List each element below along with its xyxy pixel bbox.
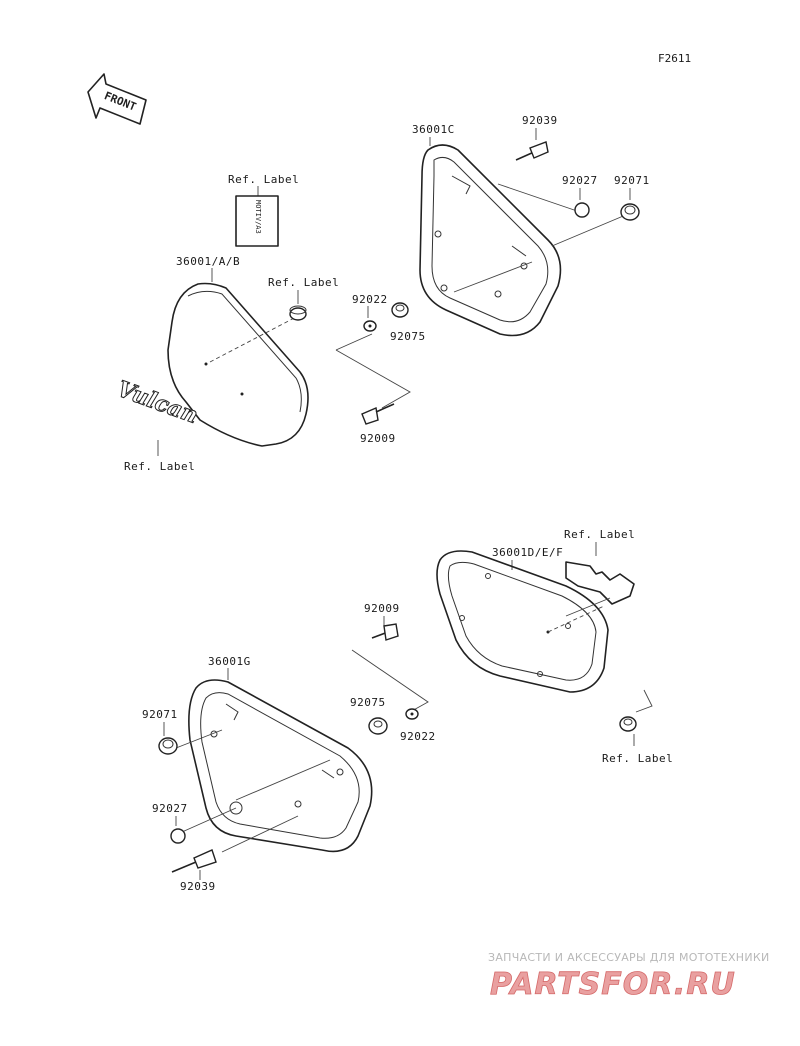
grommet-icon-bottom-left — [158, 737, 178, 755]
grommet-icon-top-right — [620, 203, 640, 221]
svg-text:Vulcan: Vulcan — [114, 376, 202, 429]
label-92039-bot: 92039 — [180, 880, 216, 893]
spacer-icon-bottom — [170, 828, 186, 844]
figure-code: F2611 — [658, 52, 691, 65]
bracket-label-icon — [565, 561, 635, 605]
grommet-icon-bottom-right — [619, 716, 637, 732]
label-36001c: 36001C — [412, 123, 455, 136]
side-cover-36001ab — [167, 282, 309, 447]
label-sticker: MOTIV/A3 — [235, 195, 279, 247]
label-92022-top: 92022 — [352, 293, 388, 306]
frame-36001c — [419, 144, 562, 337]
collar-icon — [391, 302, 409, 318]
front-arrow-icon: FRONT — [87, 73, 147, 125]
label-92071-bot: 92071 — [142, 708, 178, 721]
collar-icon-bottom — [368, 717, 388, 735]
label-36001g: 36001G — [208, 655, 251, 668]
grommet-icon — [289, 305, 307, 321]
watermark-tagline: ЗАПЧАСТИ И АКСЕССУАРЫ ДЛЯ МОТОТЕХНИКИ — [488, 951, 770, 964]
label-36001def: 36001D/E/F — [492, 546, 563, 559]
label-92027-bot: 92027 — [152, 802, 188, 815]
frame-36001g — [188, 679, 373, 853]
label-92027-top: 92027 — [562, 174, 598, 187]
bolt-icon-bottom — [371, 623, 399, 641]
sticker-text: MOTIV/A3 — [254, 200, 262, 234]
ref-label-top: Ref. Label — [228, 173, 299, 186]
pin-icon-bottom — [171, 849, 217, 873]
ref-label-emblem: Ref. Label — [124, 460, 195, 473]
spacer-icon — [574, 202, 590, 218]
side-cover-36001def — [436, 550, 609, 693]
label-92075-top: 92075 — [390, 330, 426, 343]
label-92075-bot: 92075 — [350, 696, 386, 709]
washer-icon — [363, 320, 377, 332]
label-92022-bot: 92022 — [400, 730, 436, 743]
label-92039-top: 92039 — [522, 114, 558, 127]
bolt-icon — [361, 403, 395, 425]
pin-icon — [515, 141, 549, 161]
label-92009-top: 92009 — [360, 432, 396, 445]
watermark: ЗАПЧАСТИ И АКСЕССУАРЫ ДЛЯ МОТОТЕХНИКИ PA… — [488, 951, 770, 1002]
ref-label-bottom-right: Ref. Label — [602, 752, 673, 765]
emblem-icon: Vulcan — [113, 375, 202, 429]
ref-label-grommet: Ref. Label — [268, 276, 339, 289]
watermark-brand: PARTSFOR.RU — [490, 967, 736, 1002]
front-arrow-label: FRONT — [102, 89, 138, 114]
label-92009-bot: 92009 — [364, 602, 400, 615]
label-36001ab: 36001/A/B — [176, 255, 240, 268]
washer-icon-bottom — [405, 708, 419, 720]
label-92071-top: 92071 — [614, 174, 650, 187]
ref-label-right: Ref. Label — [564, 528, 635, 541]
